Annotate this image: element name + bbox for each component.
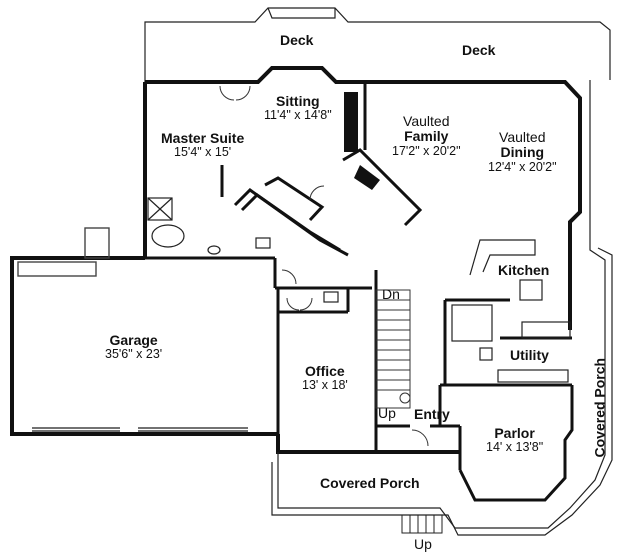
room-office: Office 13' x 18' [302,363,348,393]
deck-label-left: Deck [280,32,314,48]
room-master-suite: Master Suite 15'4" x 15' [161,130,245,160]
room-covered-porch-front: Covered Porch [320,475,420,491]
exterior-walls [10,66,582,454]
kitchen-counters [451,239,571,383]
room-kitchen: Kitchen [498,262,550,278]
porch-outline [271,80,613,536]
room-parlor: Parlor 14' x 13'8" [486,425,544,455]
stairs [375,289,411,409]
room-covered-porch-side: Covered Porch [591,357,608,458]
room-entry: Entry [414,406,450,422]
bath-fixtures [147,197,493,361]
stairs-up-label: Up [378,405,396,421]
fireplace [344,92,380,190]
garage-doors [17,227,248,432]
deck-label-right: Deck [462,42,496,58]
room-sitting: Sitting 11'4" x 14'8" [264,93,332,123]
door-swings [219,85,429,447]
room-family: Vaulted Family 17'2" x 20'2" [392,113,461,158]
parlor-bay [458,385,574,502]
room-utility: Utility [510,347,549,363]
porch-steps [401,514,443,534]
room-dining: Vaulted Dining 12'4" x 20'2" [488,129,557,174]
porch-steps-up-label: Up [414,536,432,552]
room-garage: Garage 35'6" x 23' [105,332,163,362]
deck-outline [144,7,611,82]
stairs-down-label: Dn [382,286,400,302]
